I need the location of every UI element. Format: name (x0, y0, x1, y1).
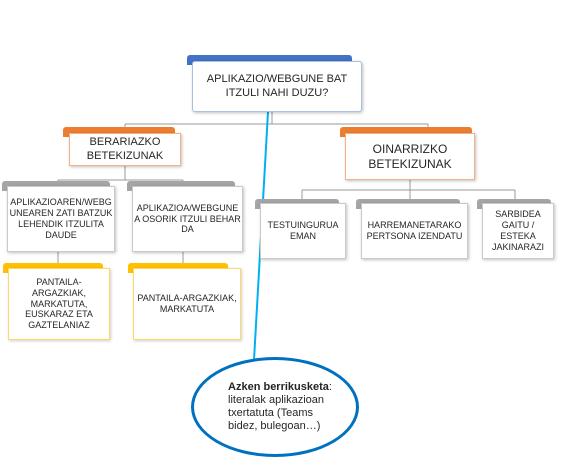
root-node: APLIKAZIO/WEBGUNE BAT ITZULI NAHI DUZU? (192, 61, 362, 112)
right-child-2-node: HARREMANETARAKO PERTSONA IZENDATU (361, 203, 468, 259)
left-child-2-node: APLIKAZIOA/WEBGUNE A OSORIK ITZULI BEHAR… (132, 186, 243, 252)
left-child-1-label: APLIKAZIOAREN/WEBG UNEAREN ZATI BATZUK L… (9, 197, 113, 240)
left-branch-accent (63, 127, 175, 137)
left-child-1-node: APLIKAZIOAREN/WEBG UNEAREN ZATI BATZUK L… (7, 186, 115, 252)
left-leaf-2-node: PANTAILA-ARGAZKIAK, MARKATUTA (133, 268, 241, 340)
callout-ellipse: Azken berrikusketa: literalak aplikazioa… (191, 357, 359, 457)
right-branch-node: OINARRIZKO BETEKIZUNAK (345, 133, 475, 180)
callout-text: Azken berrikusketa: literalak aplikazioa… (218, 381, 332, 434)
left-leaf-1-node: PANTAILA- ARGAZKIAK, MARKATUTA, EUSKARAZ… (8, 268, 110, 340)
root-accent (187, 55, 352, 65)
left-branch-node: BERARIAZKO BETEKIZUNAK (69, 133, 181, 166)
right-branch-accent (340, 127, 472, 137)
right-child-3-node: SARBIDEA GAITU / ESTEKA JAKINARAZI (482, 203, 554, 259)
left-leaf-1-label: PANTAILA- ARGAZKIAK, MARKATUTA, EUSKARAZ… (25, 277, 93, 331)
left-branch-label: BERARIAZKO BETEKIZUNAK (86, 136, 164, 162)
right-child-3-label: SARBIDEA GAITU / ESTEKA JAKINARAZI (491, 209, 544, 252)
callout-body-label: : literalak aplikazioan txertatuta (Team… (228, 380, 332, 433)
left-child-2-label: APLIKAZIOA/WEBGUNE A OSORIK ITZULI BEHAR… (134, 202, 241, 235)
right-child-1-node: TESTUINGURUA EMAN (260, 203, 346, 259)
root-label: APLIKAZIO/WEBGUNE BAT ITZULI NAHI DUZU? (206, 73, 348, 99)
callout-bold-label: Azken berrikusketa (228, 380, 329, 393)
right-branch-label: OINARRIZKO BETEKIZUNAK (368, 142, 452, 171)
right-child-1-label: TESTUINGURUA EMAN (267, 220, 339, 241)
left-leaf-2-label: PANTAILA-ARGAZKIAK, MARKATUTA (137, 293, 237, 314)
right-child-2-label: HARREMANETARAKO PERTSONA IZENDATU (366, 220, 463, 241)
